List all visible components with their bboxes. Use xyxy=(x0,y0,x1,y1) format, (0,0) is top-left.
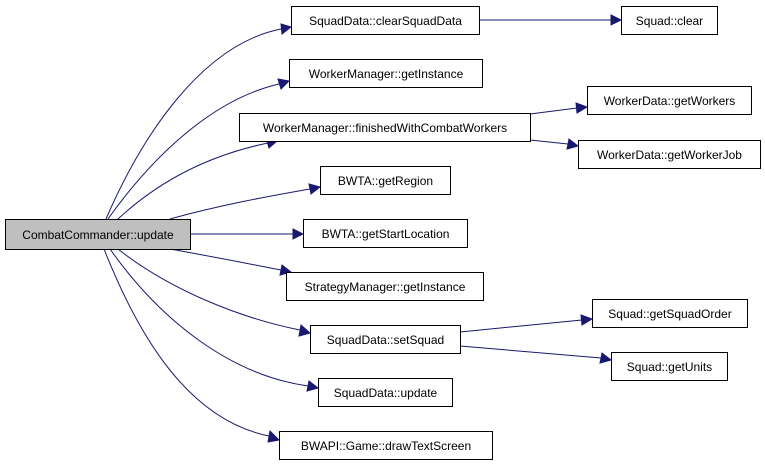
node-box[interactable] xyxy=(621,6,718,35)
node-label: WorkerManager::finishedWithCombatWorkers xyxy=(263,121,507,135)
node-label: Squad::getUnits xyxy=(627,360,712,374)
node-box[interactable] xyxy=(279,431,493,460)
edge-line xyxy=(459,345,602,359)
function-node[interactable]: SquadData::update xyxy=(318,378,453,407)
edge-n0-n14 xyxy=(103,248,281,443)
edge-line xyxy=(529,107,578,115)
edge-n0-n1 xyxy=(105,23,293,220)
node-label: CombatCommander::update xyxy=(22,228,174,242)
arrowhead-icon xyxy=(308,183,322,195)
function-node[interactable]: BWTA::getRegion xyxy=(320,166,451,195)
node-label: BWTA::getStartLocation xyxy=(322,227,450,241)
arrowhead-icon xyxy=(599,352,613,364)
function-node[interactable]: Squad::clear xyxy=(621,6,718,35)
node-box[interactable] xyxy=(611,352,728,381)
edge-line xyxy=(103,248,270,437)
edge-line xyxy=(459,319,583,333)
arrowhead-icon xyxy=(298,324,312,337)
arrowhead-icon xyxy=(277,78,291,90)
node-box[interactable] xyxy=(289,59,483,88)
arrowhead-icon xyxy=(267,429,281,443)
edge-n0-n3 xyxy=(107,78,291,220)
arrowhead-icon xyxy=(580,314,594,326)
node-label: StrategyManager::getInstance xyxy=(305,280,466,294)
edge-n0-n7 xyxy=(169,183,322,220)
edge-n4-n5 xyxy=(529,102,589,115)
node-box[interactable] xyxy=(578,140,761,169)
edge-n10-n11 xyxy=(459,314,594,333)
function-node[interactable]: WorkerData::getWorkers xyxy=(587,86,752,115)
edge-line xyxy=(109,248,309,387)
function-node[interactable]: SquadData::setSquad xyxy=(310,325,461,354)
node-box[interactable] xyxy=(303,219,468,248)
node-box[interactable] xyxy=(286,272,484,301)
node-label: Squad::getSquadOrder xyxy=(608,307,731,321)
function-node[interactable]: BWAPI::Game::drawTextScreen xyxy=(279,431,493,460)
function-node[interactable]: SquadData::clearSquadData xyxy=(291,6,480,35)
node-label: SquadData::update xyxy=(334,386,438,400)
edge-n0-n10 xyxy=(117,248,312,337)
node-box[interactable] xyxy=(310,325,461,354)
node-label: SquadData::setSquad xyxy=(327,333,444,347)
arrowhead-icon xyxy=(280,23,293,35)
edge-n0-n4 xyxy=(117,137,279,220)
nodes-layer: CombatCommander::update SquadData::clearS… xyxy=(5,6,761,460)
node-box[interactable] xyxy=(587,86,752,115)
node-label: WorkerData::getWorkers xyxy=(604,94,736,108)
node-label: WorkerManager::getInstance xyxy=(309,67,464,81)
edge-n10-n12 xyxy=(459,345,613,364)
arrowhead-icon xyxy=(306,380,320,392)
edge-line xyxy=(107,83,280,220)
node-box[interactable] xyxy=(320,166,451,195)
function-node[interactable]: WorkerManager::getInstance xyxy=(289,59,483,88)
edge-line xyxy=(105,28,282,220)
node-box[interactable] xyxy=(291,6,480,35)
edge-n0-n13 xyxy=(109,248,320,392)
edge-line xyxy=(117,142,269,220)
edge-n0-n8 xyxy=(190,228,305,240)
edge-n1-n2 xyxy=(479,14,623,26)
node-label: Squad::clear xyxy=(636,14,703,28)
node-box[interactable] xyxy=(592,299,748,328)
arrowhead-icon xyxy=(575,102,589,114)
function-node[interactable]: WorkerData::getWorkerJob xyxy=(578,140,761,169)
edge-n0-n9 xyxy=(169,248,293,276)
arrowhead-icon xyxy=(566,138,580,150)
edge-line xyxy=(529,139,569,145)
node-box[interactable] xyxy=(318,378,453,407)
node-box[interactable] xyxy=(239,113,531,142)
root-node[interactable]: CombatCommander::update xyxy=(5,219,191,250)
edge-n4-n6 xyxy=(529,138,580,150)
function-node[interactable]: Squad::getUnits xyxy=(611,352,728,381)
node-label: BWAPI::Game::drawTextScreen xyxy=(301,439,471,453)
arrowhead-icon xyxy=(610,14,623,26)
edge-line xyxy=(169,248,282,271)
function-node[interactable]: Squad::getSquadOrder xyxy=(592,299,748,328)
node-label: WorkerData::getWorkerJob xyxy=(597,148,742,162)
function-node[interactable]: StrategyManager::getInstance xyxy=(286,272,484,301)
node-box[interactable] xyxy=(5,219,191,250)
function-node[interactable]: WorkerManager::finishedWithCombatWorkers xyxy=(239,113,531,142)
node-label: SquadData::clearSquadData xyxy=(309,14,462,28)
arrowhead-icon xyxy=(292,228,305,240)
edge-line xyxy=(117,248,301,331)
function-node[interactable]: BWTA::getStartLocation xyxy=(303,219,468,248)
edge-line xyxy=(169,188,311,220)
node-label: BWTA::getRegion xyxy=(338,174,433,188)
